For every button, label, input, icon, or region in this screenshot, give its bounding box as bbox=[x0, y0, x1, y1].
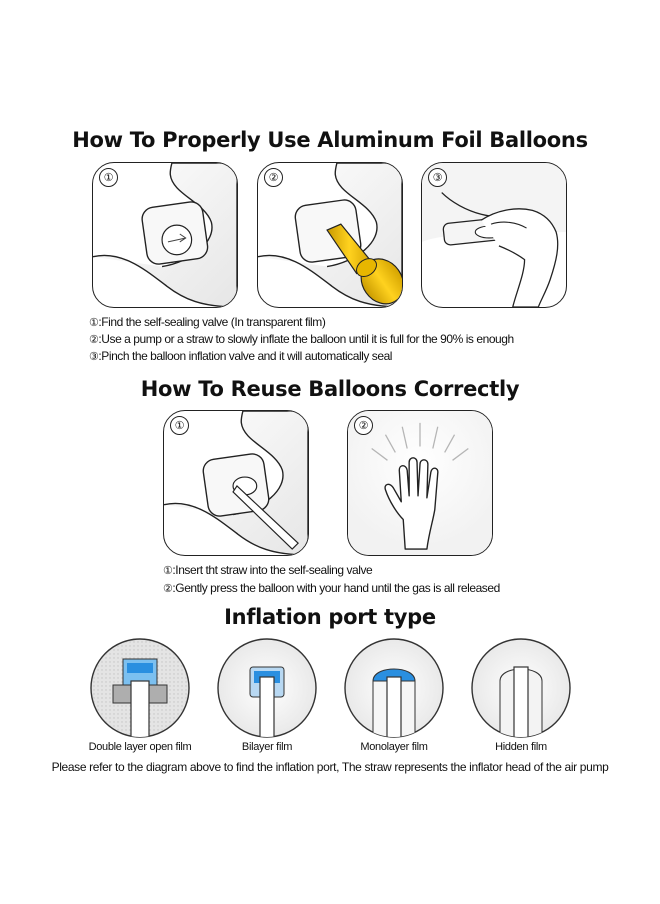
port-label: Hidden film bbox=[495, 741, 547, 753]
port-double-layer-open-film bbox=[89, 637, 191, 739]
double-layer-port-icon bbox=[90, 638, 190, 738]
usage-step-2: ②:Use a pump or a straw to slowly inflat… bbox=[89, 332, 514, 346]
step-number-badge: ③ bbox=[428, 168, 447, 187]
step-mark: ③ bbox=[89, 351, 99, 363]
step-mark: ① bbox=[163, 565, 173, 577]
pump-inflating-illustration bbox=[258, 163, 402, 307]
step-number-badge: ② bbox=[264, 168, 283, 187]
step-number-badge: ① bbox=[170, 416, 189, 435]
section1-title: How To Properly Use Aluminum Foil Balloo… bbox=[72, 128, 588, 152]
usage-step-1: ①:Find the self-sealing valve (In transp… bbox=[89, 315, 326, 329]
hidden-film-port-icon bbox=[471, 638, 571, 738]
usage-panel-2: ② bbox=[257, 162, 403, 308]
port-label: Bilayer film bbox=[241, 741, 293, 753]
step-number-badge: ② bbox=[354, 416, 373, 435]
step-text: :Use a pump or a straw to slowly inflate… bbox=[98, 332, 514, 346]
section3-title: Inflation port type bbox=[224, 605, 436, 629]
bilayer-port-icon bbox=[217, 638, 317, 738]
port-label: Double layer open film bbox=[88, 741, 192, 753]
step-text: :Gently press the balloon with your hand… bbox=[172, 581, 500, 595]
reuse-panel-1: ① bbox=[163, 410, 309, 556]
section2-title: How To Reuse Balloons Correctly bbox=[140, 377, 520, 401]
reuse-step-2: ②:Gently press the balloon with your han… bbox=[163, 581, 500, 595]
step-mark: ② bbox=[163, 583, 173, 595]
usage-panel-1: ① bbox=[92, 162, 238, 308]
usage-panel-3: ③ bbox=[421, 162, 567, 308]
step-mark: ② bbox=[89, 334, 99, 346]
port-monolayer-film bbox=[343, 637, 445, 739]
step-mark: ① bbox=[89, 317, 99, 329]
step-text: :Find the self-sealing valve (In transpa… bbox=[98, 315, 326, 329]
step-text: :Insert tht straw into the self-sealing … bbox=[172, 563, 373, 577]
self-sealing-valve-illustration bbox=[93, 163, 237, 307]
monolayer-port-icon bbox=[344, 638, 444, 738]
reuse-step-1: ①:Insert tht straw into the self-sealing… bbox=[163, 563, 373, 577]
footer-note: Please refer to the diagram above to fin… bbox=[51, 760, 609, 774]
port-label: Monolayer film bbox=[360, 741, 428, 753]
pinching-valve-illustration bbox=[422, 163, 566, 307]
straw-insert-illustration bbox=[164, 411, 308, 555]
step-number-badge: ① bbox=[99, 168, 118, 187]
port-hidden-film bbox=[470, 637, 572, 739]
reuse-panel-2: ② bbox=[347, 410, 493, 556]
hand-press-illustration bbox=[348, 411, 492, 555]
port-bilayer-film bbox=[216, 637, 318, 739]
usage-step-3: ③:Pinch the balloon inflation valve and … bbox=[89, 349, 392, 363]
step-text: :Pinch the balloon inflation valve and i… bbox=[98, 349, 393, 363]
